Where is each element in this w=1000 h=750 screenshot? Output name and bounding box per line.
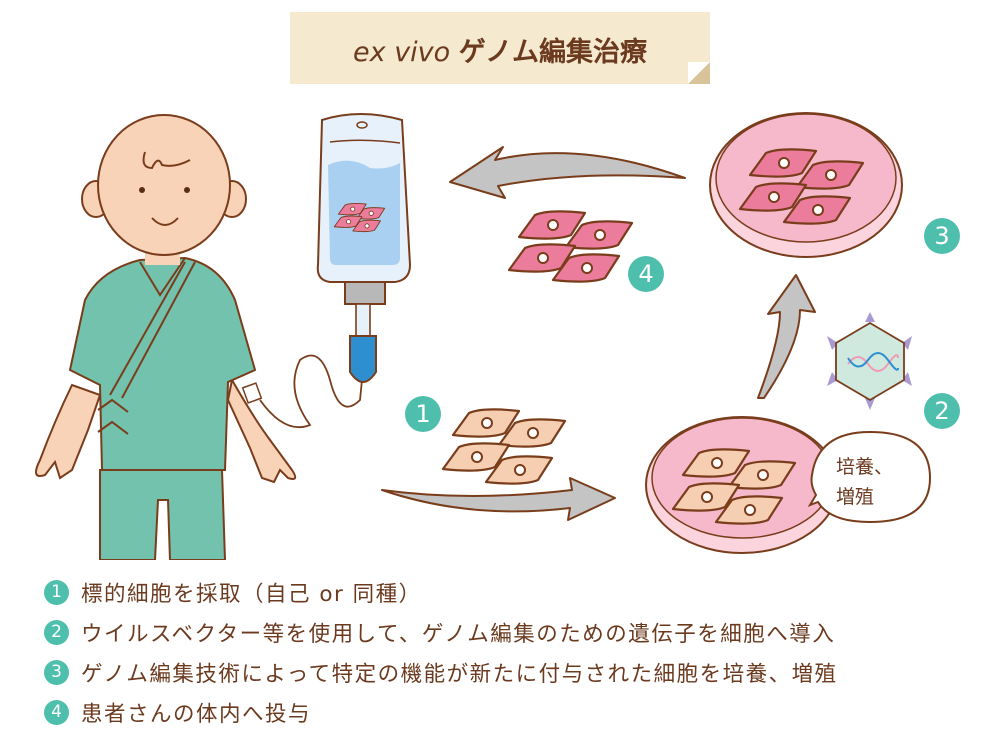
bubble-line-1: 培養、 <box>836 456 894 478</box>
process-illustration <box>35 112 932 560</box>
legend-text: ゲノム編集技術によって特定の機能が新たに付与された細胞を培養、増殖 <box>81 661 838 687</box>
page-title: ex vivo ゲノム編集治療 <box>290 30 710 69</box>
speech-bubble <box>807 430 932 524</box>
legend-number-badge: 2 <box>44 619 69 645</box>
edited-cells-group <box>507 210 634 283</box>
legend-item-1: 1 標的細胞を採取（自己 or 同種） <box>44 572 838 612</box>
virus-vector <box>827 312 912 410</box>
legend-item-2: 2 ウイルスベクター等を使用して、ゲノム編集のための遺伝子を細胞へ導入 <box>44 612 838 652</box>
step-badge-1: 1 <box>405 396 441 432</box>
legend-text: 患者さんの体内へ投与 <box>81 701 312 727</box>
arrow-to-dish <box>381 477 616 521</box>
step-badge-3: 3 <box>924 218 960 254</box>
banner-fold <box>688 62 710 84</box>
legend-text: 標的細胞を採取（自己 or 同種） <box>81 581 422 607</box>
iv-bag <box>316 113 412 383</box>
step-legend: 1 標的細胞を採取（自己 or 同種） 2 ウイルスベクター等を使用して、ゲノム… <box>44 572 838 732</box>
title-banner: ex vivo ゲノム編集治療 <box>290 12 710 84</box>
title-jp: ゲノム編集治療 <box>458 37 647 68</box>
patient-figure <box>35 114 297 560</box>
arrow-to-culture <box>757 274 816 399</box>
legend-item-4: 4 患者さんの体内へ投与 <box>44 692 838 732</box>
collected-cells-group <box>441 408 567 485</box>
bubble-text: 培養、 増殖 <box>836 452 916 512</box>
legend-item-3: 3 ゲノム編集技術によって特定の機能が新たに付与された細胞を培養、増殖 <box>44 652 838 692</box>
title-latin: ex vivo <box>353 37 451 68</box>
culture-dish-edited <box>709 112 903 258</box>
legend-number-badge: 3 <box>44 659 69 685</box>
legend-text: ウイルスベクター等を使用して、ゲノム編集のための遺伝子を細胞へ導入 <box>81 621 836 647</box>
iv-tube <box>259 354 363 429</box>
arrow-to-patient <box>449 146 686 199</box>
legend-number-badge: 1 <box>44 579 69 605</box>
legend-number-badge: 4 <box>44 699 69 725</box>
culture-dish-collected <box>645 416 839 554</box>
step-badge-4: 4 <box>628 256 664 292</box>
step-badge-2: 2 <box>924 393 960 429</box>
bubble-line-2: 増殖 <box>836 486 875 508</box>
